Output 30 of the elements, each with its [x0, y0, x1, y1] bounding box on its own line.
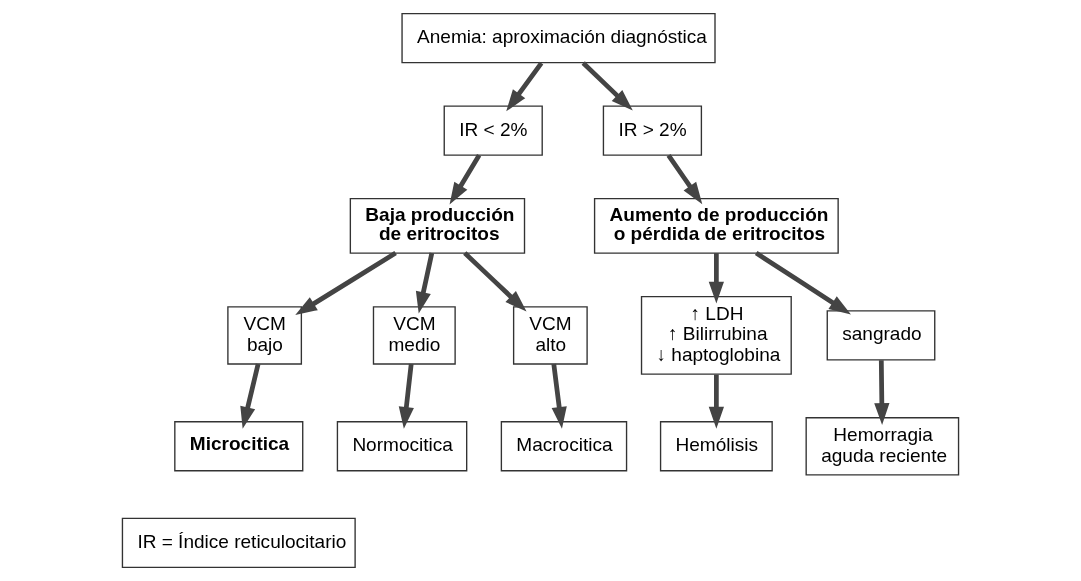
- node-box: IR = Índice reticulocitario: [121, 517, 356, 569]
- node-box: Anemia: aproximación diagnóstica: [401, 12, 716, 64]
- arrow: [295, 251, 397, 316]
- arrow: [398, 363, 414, 429]
- node-box: Hemólisis: [659, 421, 773, 472]
- arrow: [240, 363, 261, 429]
- arrow: [551, 363, 567, 429]
- node-box: VCM bajo: [227, 306, 303, 365]
- node-box: Macrocitica: [500, 421, 628, 472]
- arrow: [415, 252, 435, 314]
- arrow: [463, 251, 527, 312]
- arrow: [666, 153, 703, 205]
- arrow: [581, 61, 633, 111]
- arrow: [874, 360, 890, 425]
- node-box: Microcitica: [174, 421, 304, 472]
- arrow: [754, 251, 851, 315]
- arrow: [449, 154, 482, 205]
- node-box: Baja producción de eritrocitos: [349, 198, 526, 254]
- node-box: VCM medio: [372, 306, 456, 365]
- node-box: Aumento de producción o pérdida de eritrocitos: [593, 198, 839, 254]
- arrow: [708, 374, 724, 429]
- node-box: IR < 2%: [443, 105, 543, 156]
- node-box: Hemorragia aguda reciente: [805, 417, 960, 476]
- node-box: IR > 2%: [602, 105, 703, 156]
- arrow: [708, 253, 724, 304]
- arrow: [506, 61, 544, 112]
- node-box: sangrado: [826, 310, 936, 361]
- node-box: ↑ LDH ↑ Bilirrubina ↓ haptoglobina: [640, 295, 792, 375]
- node-box: VCM alto: [512, 306, 588, 365]
- node-box: Normocitica: [336, 421, 468, 472]
